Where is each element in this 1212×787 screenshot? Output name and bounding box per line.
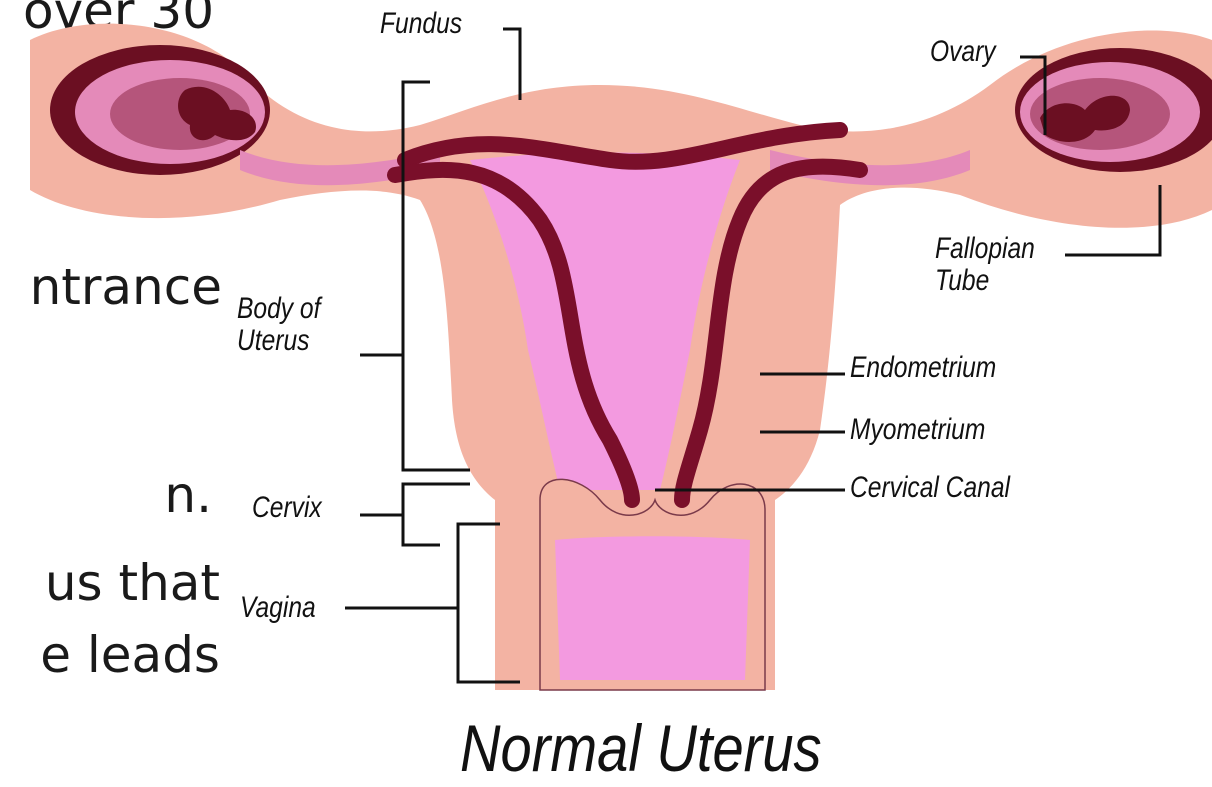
label-vagina: Vagina bbox=[240, 592, 316, 624]
label-fallopian-tube: Fallopian Tube bbox=[935, 233, 1083, 296]
label-cervical-canal: Cervical Canal bbox=[850, 472, 1010, 504]
label-ovary: Ovary bbox=[930, 36, 996, 68]
diagram-title: Normal Uterus bbox=[460, 710, 822, 786]
label-endometrium: Endometrium bbox=[850, 352, 996, 384]
left-ovary bbox=[50, 45, 270, 175]
label-myometrium: Myometrium bbox=[850, 414, 985, 446]
label-cervix: Cervix bbox=[252, 492, 322, 524]
label-body-of-uterus: Body of Uterus bbox=[237, 293, 376, 356]
label-fundus: Fundus bbox=[380, 8, 462, 40]
cervix-vagina bbox=[540, 479, 765, 690]
